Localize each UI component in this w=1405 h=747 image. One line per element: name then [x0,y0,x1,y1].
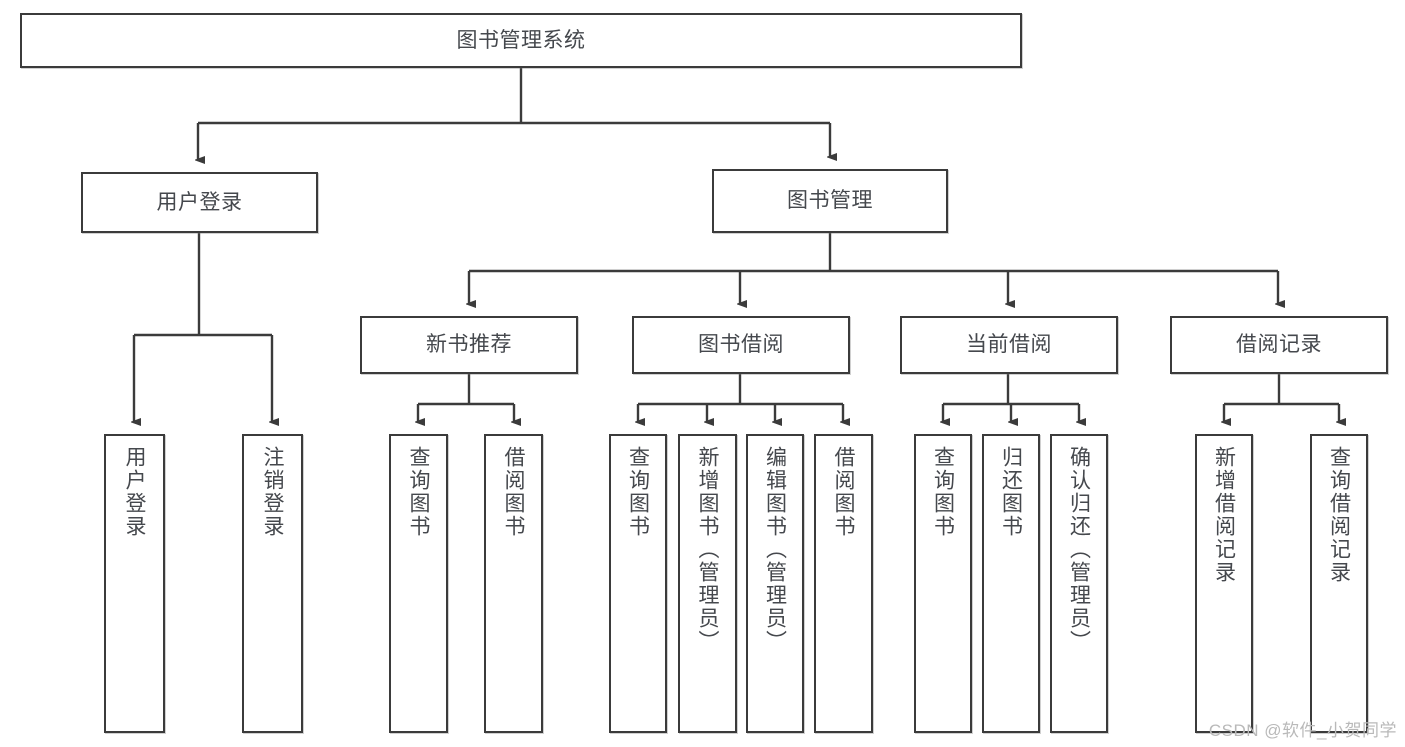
node-label: 图书借阅 [698,333,784,357]
node-label: 新增借阅记录 [1212,446,1236,584]
node-label: 当前借阅 [966,333,1052,357]
leaf-edit-book-admin[interactable]: 编辑图书（管理员） [746,434,804,733]
node-label: 确认归还（管理员） [1067,446,1091,653]
node-user-login[interactable]: 用户登录 [81,172,318,233]
leaf-user-login[interactable]: 用户登录 [104,434,165,733]
node-label: 编辑图书（管理员） [763,446,787,653]
node-book-borrow[interactable]: 图书借阅 [632,316,850,374]
node-label: 借阅图书 [502,446,525,538]
node-label: 查询图书 [931,446,955,538]
leaf-confirm-return-admin[interactable]: 确认归还（管理员） [1050,434,1108,733]
node-book-management[interactable]: 图书管理 [712,169,948,233]
leaf-borrow-book[interactable]: 借阅图书 [814,434,873,733]
leaf-add-borrow-record[interactable]: 新增借阅记录 [1195,434,1253,733]
node-label: 注销登录 [261,446,284,538]
leaf-borrow-book-recommend[interactable]: 借阅图书 [484,434,543,733]
node-label: 归还图书 [999,446,1023,538]
node-label: 用户登录 [156,190,243,214]
leaf-return-book[interactable]: 归还图书 [982,434,1040,733]
node-label: 新增图书（管理员） [696,446,719,653]
leaf-logout[interactable]: 注销登录 [242,434,303,733]
leaf-query-book-borrow[interactable]: 查询图书 [609,434,667,733]
node-label: 查询图书 [626,446,650,538]
node-borrow-record[interactable]: 借阅记录 [1170,316,1388,374]
node-label: 用户登录 [123,446,146,538]
node-label: 借阅图书 [832,446,855,538]
leaf-query-borrow-record[interactable]: 查询借阅记录 [1310,434,1368,733]
node-label: 查询图书 [407,446,430,538]
node-new-book-recommend[interactable]: 新书推荐 [360,316,578,374]
node-root[interactable]: 图书管理系统 [20,13,1022,68]
node-label: 图书管理系统 [456,28,586,52]
leaf-query-book-recommend[interactable]: 查询图书 [389,434,448,733]
node-label: 查询借阅记录 [1327,446,1351,584]
node-label: 图书管理 [787,189,873,213]
node-label: 借阅记录 [1236,333,1322,357]
watermark: CSDN @软件_小贺同学 [1208,721,1397,740]
node-label: 新书推荐 [426,333,512,357]
leaf-query-book-current[interactable]: 查询图书 [914,434,972,733]
node-current-borrow[interactable]: 当前借阅 [900,316,1118,374]
leaf-add-book-admin[interactable]: 新增图书（管理员） [678,434,737,733]
